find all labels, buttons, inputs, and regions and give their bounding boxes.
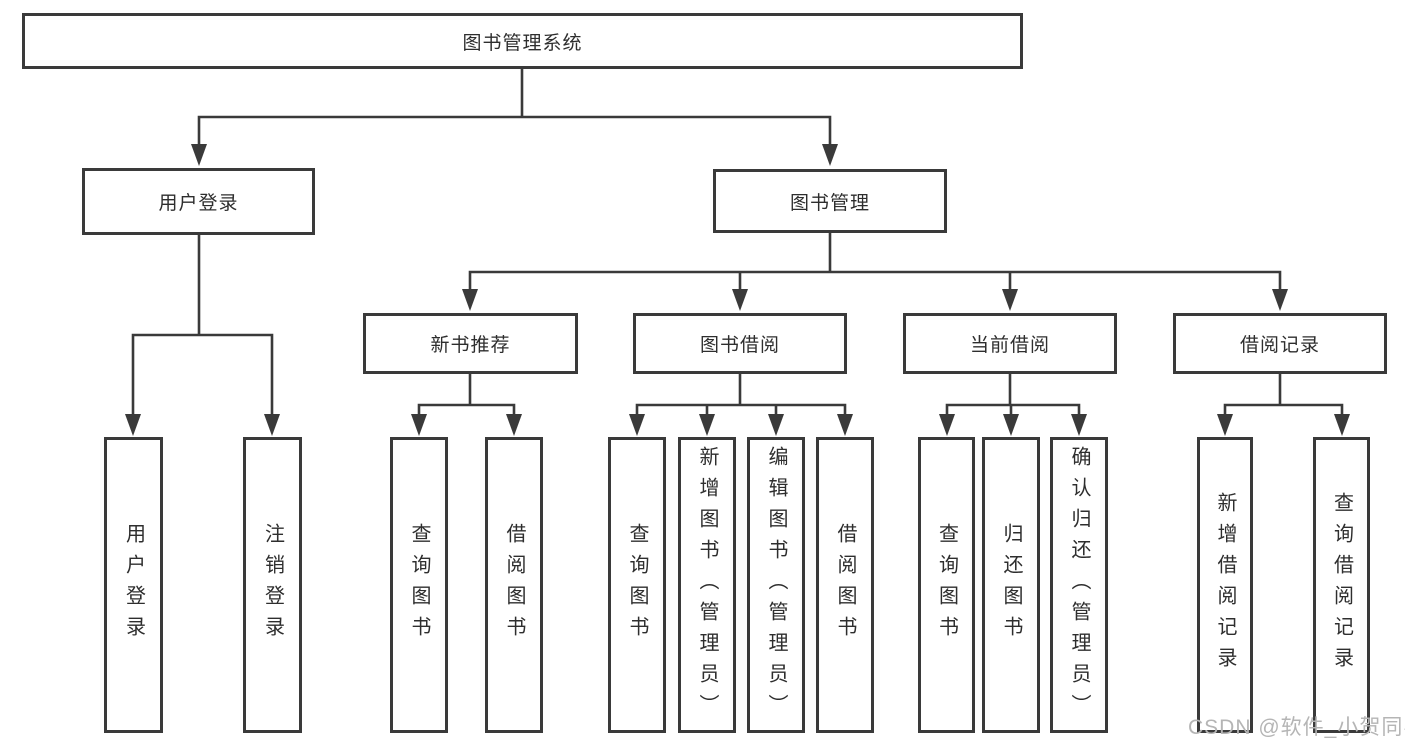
node-label: 新增图书（管理员）	[696, 445, 718, 725]
node-label: 查询图书	[935, 523, 958, 647]
leaf-edit-book-admin: 编辑图书（管理员）	[747, 437, 805, 733]
node-label: 注销登录	[261, 523, 284, 647]
node-label: 图书管理	[789, 192, 870, 214]
leaf-user-login: 用户登录	[104, 437, 163, 733]
edge-book-borrow-to-leaves	[629, 372, 853, 436]
node-label: 借阅图书	[834, 523, 856, 647]
node-label: 用户登录	[158, 193, 239, 214]
csdn-watermark: CSDN @软件_小贺同学	[1188, 716, 1405, 739]
leaf-add-borrow-record: 新增借阅记录	[1197, 437, 1253, 733]
leaf-query-borrow-record: 查询借阅记录	[1313, 437, 1370, 733]
leaf-query-books-recommend: 查询图书	[390, 437, 448, 733]
leaf-query-books-borrow: 查询图书	[608, 437, 666, 733]
node-current-borrow: 当前借阅	[903, 313, 1117, 374]
edge-book-management-to-groups	[462, 231, 1288, 311]
node-label: 新书推荐	[430, 335, 511, 356]
node-book-borrow: 图书借阅	[633, 313, 847, 374]
node-label: 归还图书	[1000, 523, 1022, 647]
leaf-add-book-admin: 新增图书（管理员）	[678, 437, 736, 733]
edge-borrow-records-to-leaves	[1217, 372, 1350, 436]
node-label: 查询借阅记录	[1330, 492, 1353, 678]
leaf-return-book: 归还图书	[982, 437, 1040, 733]
edge-root-to-branches	[191, 67, 838, 166]
edge-user-login-to-leaves	[125, 233, 280, 436]
node-label: 查询图书	[408, 523, 430, 647]
node-label: 借阅图书	[503, 523, 525, 647]
node-label: 用户登录	[122, 523, 145, 647]
node-label: 图书借阅	[699, 335, 780, 356]
leaf-logout: 注销登录	[243, 437, 302, 733]
node-root: 图书管理系统	[22, 13, 1023, 69]
node-label: 查询图书	[626, 523, 648, 647]
leaf-query-books-current: 查询图书	[918, 437, 975, 733]
edge-current-borrow-to-leaves	[939, 372, 1087, 436]
node-new-book-recommend: 新书推荐	[363, 313, 578, 374]
leaf-borrow-books-recommend: 借阅图书	[485, 437, 543, 733]
node-borrow-records: 借阅记录	[1173, 313, 1387, 374]
node-label: 借阅记录	[1239, 335, 1320, 356]
leaf-confirm-return-admin: 确认归还（管理员）	[1050, 437, 1108, 733]
node-label: 图书管理系统	[462, 32, 583, 54]
node-label: 新增借阅记录	[1214, 492, 1236, 678]
node-label: 编辑图书（管理员）	[765, 445, 787, 725]
edge-new-book-recommend-to-leaves	[411, 372, 522, 436]
leaf-borrow-books: 借阅图书	[816, 437, 874, 733]
node-label: 确认归还（管理员）	[1068, 445, 1090, 725]
node-label: 当前借阅	[969, 335, 1050, 356]
node-book-management: 图书管理	[713, 169, 947, 233]
node-user-login: 用户登录	[82, 168, 315, 235]
